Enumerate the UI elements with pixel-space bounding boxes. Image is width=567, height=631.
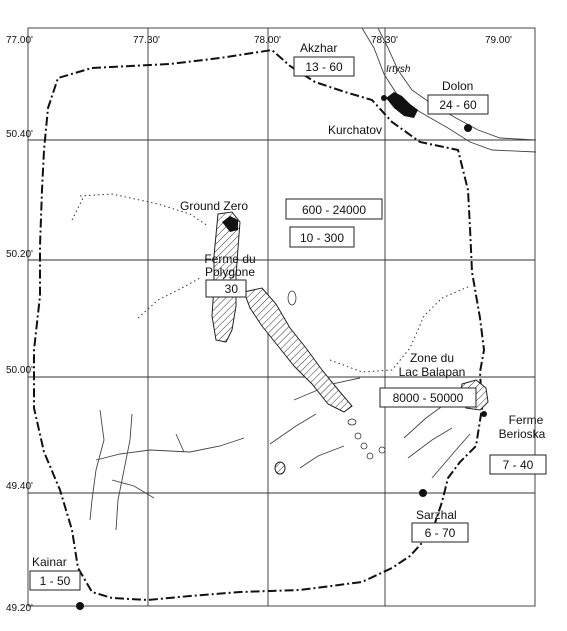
kainar-label: Kainar [32, 555, 67, 569]
latitude-label: 50.20' [6, 249, 33, 260]
dolon-marker [464, 124, 472, 132]
dolon-label: Dolon [442, 79, 473, 93]
akzhar-label: Akzhar [300, 41, 337, 55]
dolon-range: 24 - 60 [439, 98, 477, 112]
balapan-label-line1: Zone du [410, 351, 454, 365]
kurchatov-town [386, 92, 418, 118]
berioska-label-line2: Berioska [499, 427, 546, 441]
longitude-labels: 77.00' 77.30' 78.00' 78.30' 79.00' [6, 35, 512, 46]
lakes [287, 290, 386, 460]
small-zone [274, 461, 286, 475]
longitude-label: 79.00' [485, 35, 512, 46]
inner-boundary [137, 277, 201, 319]
berioska-marker [481, 411, 487, 417]
ferme-polygone-label-line1: Ferme du [204, 252, 255, 266]
akzhar-range: 13 - 60 [305, 60, 343, 74]
kurchatov-label: Kurchatov [328, 123, 382, 137]
longitude-label: 77.30' [133, 35, 160, 46]
sarzhal-range: 6 - 70 [425, 526, 456, 540]
ferme-polygone-label-line2: Polygone [205, 265, 255, 279]
latitude-label: 49.40' [6, 481, 33, 492]
ground-zero-range-high: 600 - 24000 [302, 203, 366, 217]
latitude-label: 49.20' [6, 603, 33, 614]
kainar-marker [76, 602, 84, 610]
ground-zero-range-low: 10 - 300 [300, 231, 344, 245]
longitude-label: 77.00' [6, 35, 33, 46]
sarzhal-marker [419, 489, 427, 497]
ferme-polygone-range: 30 [225, 282, 239, 296]
sarzhal-label: Sarzhal [416, 508, 457, 522]
inner-boundary [329, 285, 471, 373]
river-label: Irtysh [386, 64, 411, 75]
balapan-label-line2: Lac Balapan [399, 365, 466, 379]
berioska-range: 7 - 40 [503, 458, 534, 472]
kurchatov-marker [381, 95, 387, 101]
latitude-label: 50.00' [6, 365, 33, 376]
berioska-label-line1: Ferme [509, 413, 544, 427]
plume-zone [243, 287, 353, 413]
latitude-label: 50.40' [6, 129, 33, 140]
longitude-label: 78.00' [254, 35, 281, 46]
coordinate-grid [27, 27, 536, 607]
balapan-range: 8000 - 50000 [393, 391, 464, 405]
kainar-range: 1 - 50 [40, 574, 71, 588]
ground-zero-label: Ground Zero [180, 199, 248, 213]
inner-boundary [71, 195, 85, 221]
latitude-labels: 50.40' 50.20' 50.00' 49.40' 49.20' [6, 129, 33, 614]
ground-zero-marker [222, 216, 238, 232]
